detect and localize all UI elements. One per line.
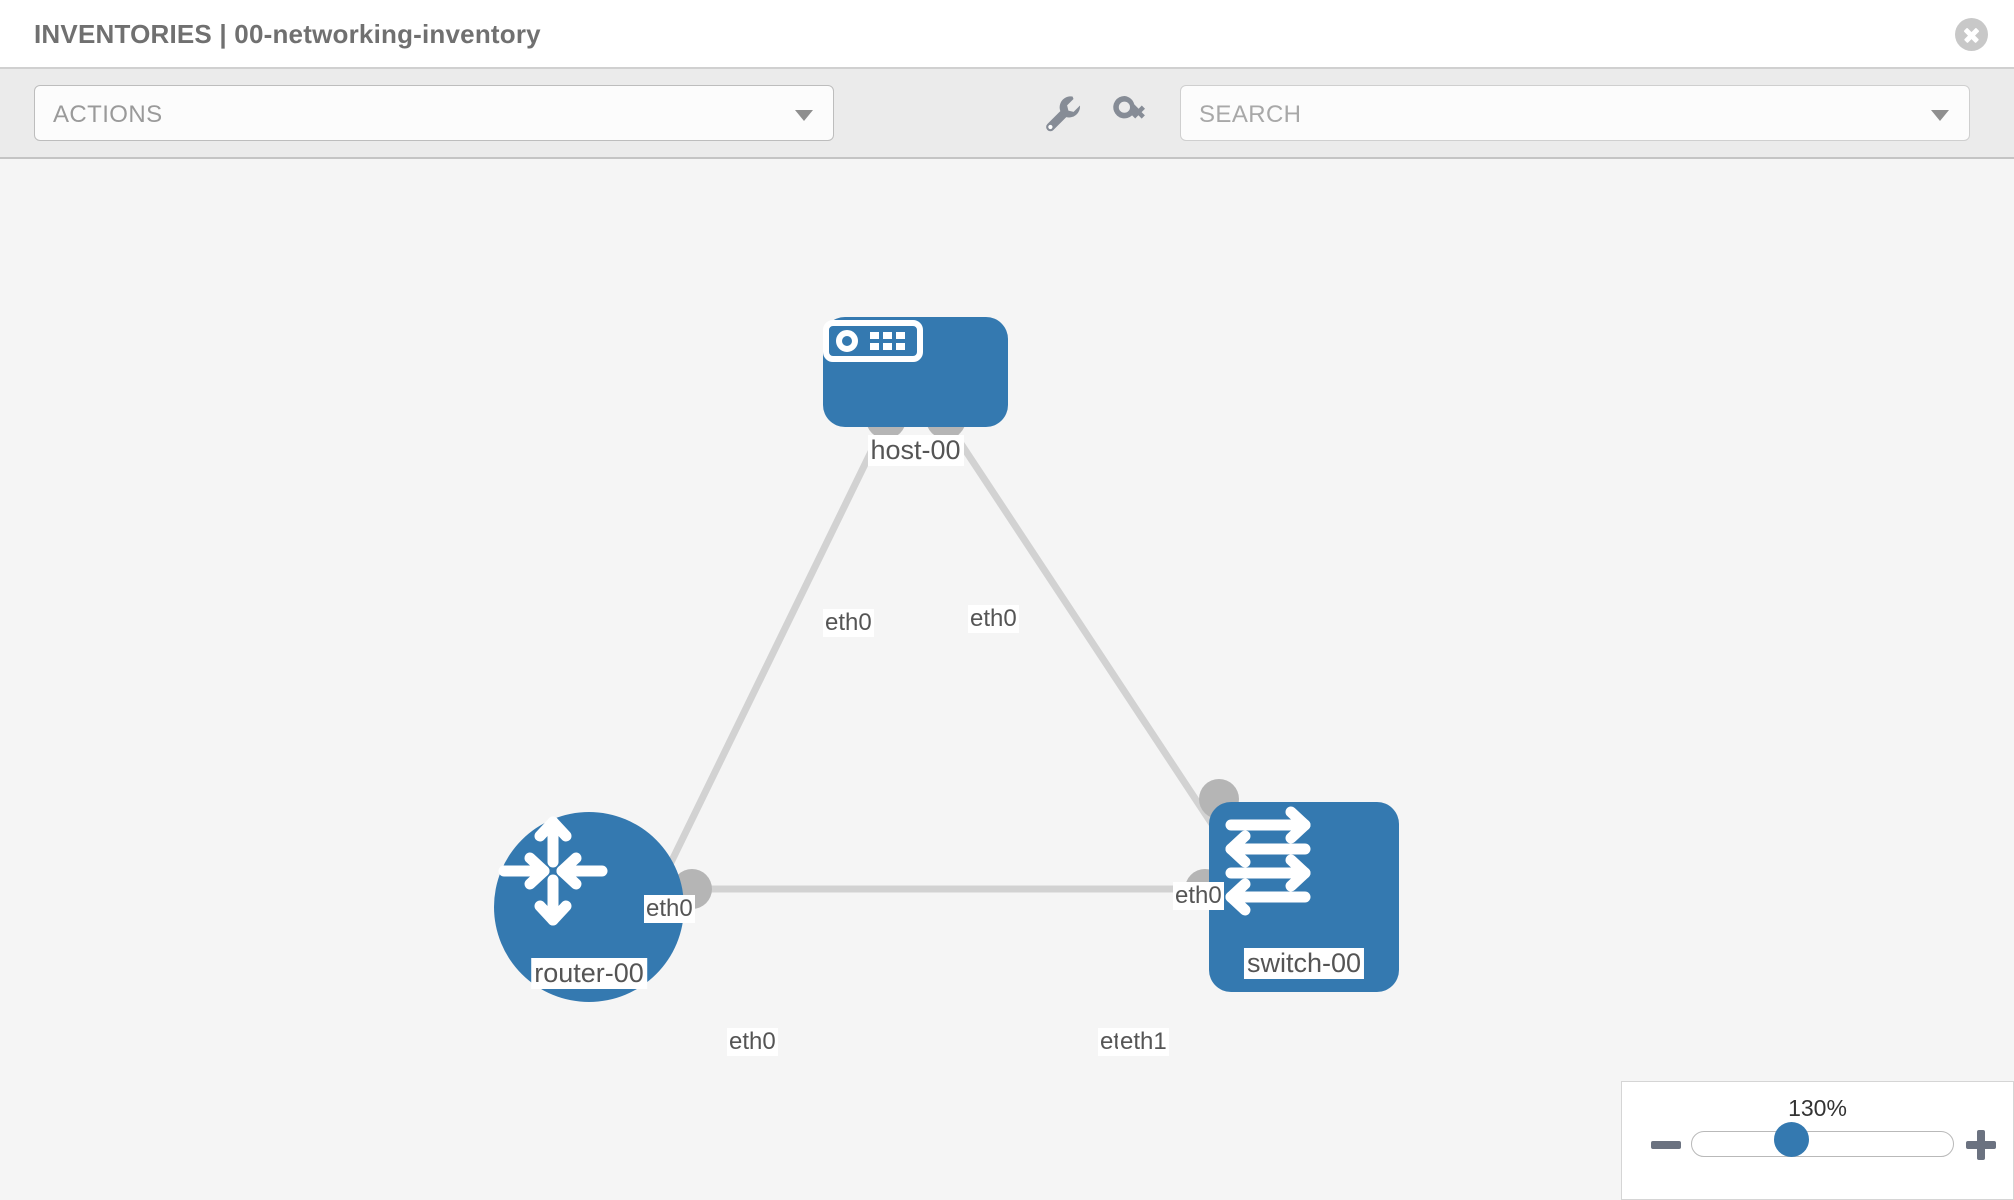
actions-dropdown[interactable]: ACTIONS	[34, 85, 834, 141]
topology-links	[656, 419, 1238, 893]
chevron-down-icon	[795, 110, 813, 121]
node-router-shape	[494, 812, 684, 1002]
topology-node-host-00[interactable]: host-00	[823, 317, 1008, 466]
switch-icon	[1225, 806, 1311, 916]
zoom-level-value: 130%	[1788, 1095, 1847, 1121]
zoom-in-icon[interactable]	[1964, 1128, 1998, 1162]
iface-label-router-up: eth0	[644, 895, 695, 923]
node-label-switch-00: switch-00	[1243, 948, 1365, 979]
link-host-router[interactable]	[656, 419, 890, 887]
zoom-slider-thumb[interactable]	[1774, 1122, 1809, 1157]
zoom-out-icon[interactable]	[1649, 1128, 1683, 1162]
close-icon[interactable]	[1955, 18, 1988, 51]
toolbar: ACTIONS SEARCH	[0, 69, 2014, 159]
iface-label-switch-left: eth1	[1118, 1028, 1169, 1056]
search-input[interactable]: SEARCH	[1180, 85, 1970, 141]
iface-label-switch-up: eth0	[1173, 882, 1224, 910]
topology-canvas[interactable]: host-00 router-00	[0, 159, 2014, 1200]
node-label-host-00: host-00	[867, 435, 964, 466]
iface-label-router-right: eth0	[727, 1028, 778, 1056]
iface-label-host-right: eth0	[968, 605, 1019, 633]
node-switch-shape	[1209, 802, 1399, 992]
wrench-icon[interactable]	[1038, 89, 1086, 137]
node-label-router-00: router-00	[531, 958, 647, 989]
node-host-shape	[823, 317, 1008, 427]
topology-node-switch-00[interactable]: switch-00	[1209, 802, 1399, 992]
zoom-slider-track[interactable]	[1691, 1131, 1954, 1157]
chevron-down-icon[interactable]	[1931, 110, 1949, 121]
server-icon	[823, 320, 923, 362]
router-icon	[498, 816, 608, 926]
search-placeholder: SEARCH	[1199, 101, 1302, 128]
zoom-control-panel: 130%	[1621, 1081, 2014, 1200]
topology-node-router-00[interactable]: router-00	[494, 812, 684, 1002]
actions-dropdown-label: ACTIONS	[53, 101, 163, 128]
window-header: INVENTORIES | 00-networking-inventory	[0, 0, 2014, 69]
iface-label-host-left: eth0	[823, 609, 874, 637]
key-icon[interactable]	[1106, 89, 1154, 137]
link-host-switch[interactable]	[943, 419, 1238, 861]
page-title: INVENTORIES | 00-networking-inventory	[34, 19, 541, 49]
